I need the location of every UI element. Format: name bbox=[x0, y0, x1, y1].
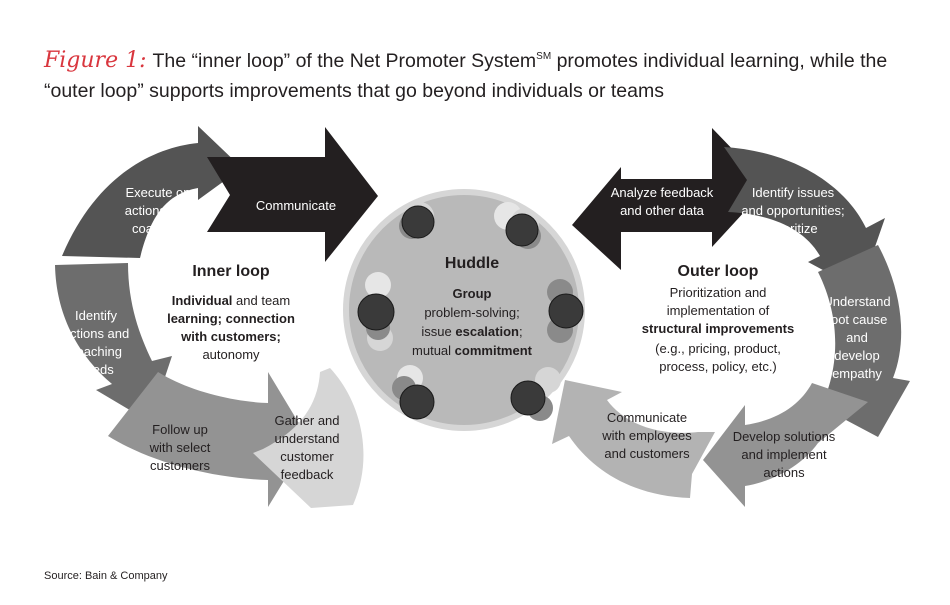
huddle-line-3-post: ; bbox=[519, 324, 523, 339]
title-text-continued: promotes individual learning, while the … bbox=[44, 50, 888, 102]
arrow-communicate bbox=[207, 127, 378, 262]
outer-loop-desc-5: process, policy, etc.) bbox=[659, 359, 777, 374]
label-line: and opportunities; bbox=[741, 203, 844, 218]
label-line: coaching bbox=[132, 221, 184, 236]
inner-desc-bold: Individual bbox=[172, 293, 233, 308]
label-identify-issues: Identify issues and opportunities; prior… bbox=[741, 185, 844, 236]
arrow-develop bbox=[703, 383, 868, 507]
huddle-line-2: problem-solving; bbox=[424, 305, 519, 320]
label-line: develop bbox=[834, 348, 880, 363]
arrow-gather bbox=[253, 368, 364, 508]
label-line: and other data bbox=[620, 203, 705, 218]
label-line: Communicate bbox=[607, 410, 687, 425]
label-line: actions and bbox=[63, 326, 130, 341]
arrow-follow bbox=[108, 372, 309, 507]
person-icon bbox=[510, 367, 561, 421]
label-line: Develop solutions bbox=[733, 429, 836, 444]
label-line: Follow up bbox=[152, 422, 208, 437]
inner-desc-rest: and team bbox=[232, 293, 290, 308]
label-line: Gather and bbox=[274, 413, 339, 428]
label-communicate: Communicate bbox=[256, 198, 336, 213]
outer-loop-text: Outer loop Prioritization and implementa… bbox=[642, 263, 794, 374]
label-understand: Understand root cause and develop empath… bbox=[823, 294, 890, 381]
title-text: The “inner loop” of the Net Promoter Sys… bbox=[152, 50, 537, 72]
person-icon bbox=[399, 202, 435, 239]
outer-loop-desc-3: structural improvements bbox=[642, 321, 794, 336]
arrow-understand bbox=[812, 245, 910, 437]
label-gather: Gather and understand customer feedback bbox=[274, 413, 339, 482]
person-icon bbox=[392, 365, 435, 420]
inner-loop-desc-2: learning; connection bbox=[167, 311, 295, 326]
inner-loop-title: Inner loop bbox=[192, 263, 270, 280]
outer-loop-desc-1: Prioritization and bbox=[670, 285, 767, 300]
huddle-line-3: issue escalation; bbox=[421, 324, 522, 339]
label-line: with employees bbox=[601, 428, 692, 443]
outer-loop-title: Outer loop bbox=[678, 263, 759, 280]
label-line: prioritize bbox=[768, 221, 817, 236]
label-line: actions and bbox=[125, 203, 192, 218]
label-identify: Identify actions and coaching needs bbox=[63, 308, 130, 377]
label-line: feedback bbox=[281, 467, 334, 482]
person-icon bbox=[547, 279, 584, 343]
label-line: coaching bbox=[70, 344, 122, 359]
step-labels: Execute on actions and coaching Communic… bbox=[63, 185, 891, 482]
label-line: customers bbox=[150, 458, 210, 473]
outer-loop-desc-2: implementation of bbox=[667, 303, 770, 318]
person-icon bbox=[494, 202, 541, 249]
outer-loop-desc-4: (e.g., pricing, product, bbox=[655, 341, 781, 356]
label-line: root cause bbox=[827, 312, 888, 327]
label-line: and customers bbox=[604, 446, 690, 461]
label-line: actions bbox=[763, 465, 805, 480]
inner-loop-desc-3: with customers; bbox=[180, 329, 281, 344]
huddle-line-4-bold: commitment bbox=[455, 343, 533, 358]
label-line: Identify bbox=[75, 308, 117, 323]
label-line: empathy bbox=[832, 366, 882, 381]
huddle-line-4: mutual commitment bbox=[412, 343, 533, 358]
label-line: needs bbox=[78, 362, 114, 377]
huddle-title: Huddle bbox=[445, 255, 499, 272]
label-line: Identify issues bbox=[752, 185, 835, 200]
service-mark: SM bbox=[536, 51, 552, 62]
label-line: Analyze feedback bbox=[611, 185, 714, 200]
huddle-people bbox=[357, 202, 584, 421]
huddle-text: Huddle Group problem-solving; issue esca… bbox=[412, 255, 533, 358]
inner-loop-desc-4: autonomy bbox=[202, 347, 260, 362]
huddle-line-4-pre: mutual bbox=[412, 343, 455, 358]
label-analyze: Analyze feedback and other data bbox=[611, 185, 714, 218]
huddle-line-3-bold: escalation bbox=[455, 324, 519, 339]
label-line: Communicate bbox=[256, 198, 336, 213]
figure-title: Figure 1:The “inner loop” of the Net Pro… bbox=[44, 42, 924, 106]
label-line: customer bbox=[280, 449, 334, 464]
arrow-analyze bbox=[572, 128, 768, 270]
source-note: Source: Bain & Company bbox=[44, 570, 168, 582]
person-icon bbox=[357, 272, 395, 351]
label-line: and implement bbox=[741, 447, 827, 462]
label-communicate-employees: Communicate with employees and customers bbox=[601, 410, 692, 461]
label-line: and bbox=[846, 330, 868, 345]
label-follow: Follow up with select customers bbox=[149, 422, 211, 473]
inner-loop-desc-1: Individual and team bbox=[172, 293, 291, 308]
label-develop: Develop solutions and implement actions bbox=[733, 429, 836, 480]
inner-loop-text: Inner loop Individual and team learning;… bbox=[167, 263, 295, 362]
huddle-line-1: Group bbox=[453, 286, 492, 301]
arrow-communicate-employees bbox=[552, 380, 715, 498]
label-line: with select bbox=[149, 440, 211, 455]
label-line: understand bbox=[274, 431, 339, 446]
arrow-identify-issues bbox=[724, 147, 885, 290]
arrow-execute bbox=[62, 126, 242, 258]
figure-label: Figure 1: bbox=[44, 48, 147, 73]
huddle-line-3-pre: issue bbox=[421, 324, 455, 339]
label-line: Execute on bbox=[125, 185, 190, 200]
label-execute: Execute on actions and coaching bbox=[125, 185, 192, 236]
label-line: Understand bbox=[823, 294, 890, 309]
arrow-identify bbox=[55, 263, 172, 422]
